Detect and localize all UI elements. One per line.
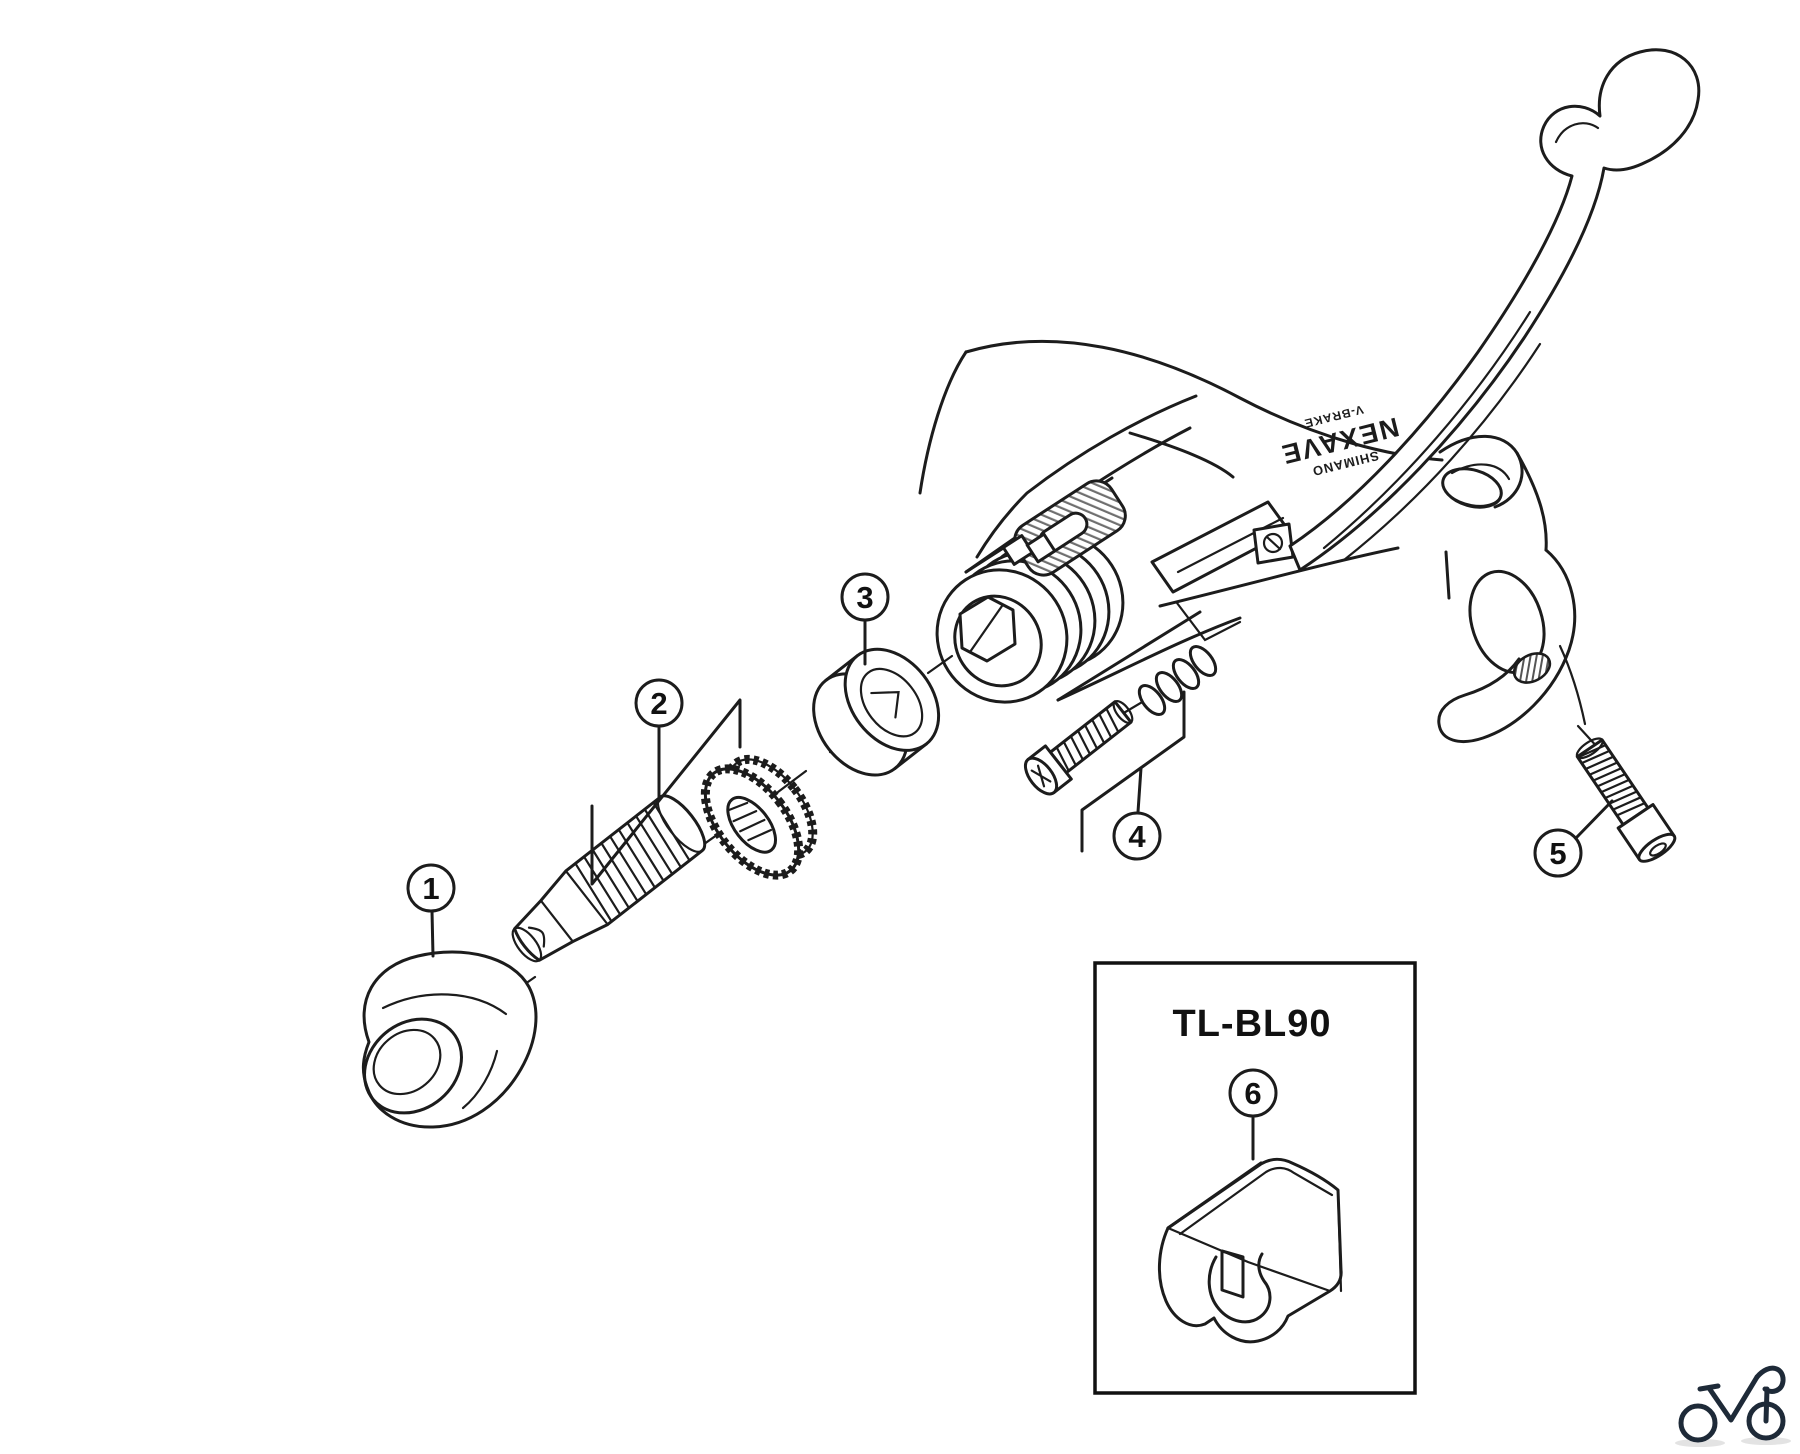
part-2-lock-ring xyxy=(700,754,818,880)
logo-handlebar xyxy=(1754,1365,1786,1394)
part-1-boot xyxy=(361,950,538,1129)
clamp-right-edge xyxy=(1515,451,1548,552)
pivot-screw-slot xyxy=(1265,535,1282,551)
lockring-front-knurl xyxy=(700,764,804,880)
adjuster-collar-lines xyxy=(539,869,609,943)
blade-ridge-2 xyxy=(1342,342,1542,562)
callout-5: 5 xyxy=(1533,799,1614,878)
callout-3-number: 3 xyxy=(856,580,873,615)
callout-4-number: 4 xyxy=(1128,819,1146,854)
callout-5-number: 5 xyxy=(1549,836,1566,871)
blade-ridge-1 xyxy=(1322,310,1532,550)
callout-2: 2 xyxy=(590,678,742,886)
callout-4: 4 xyxy=(1080,690,1186,861)
blade-hook-inner xyxy=(1554,122,1600,144)
boot-mouth-inner xyxy=(372,1028,442,1096)
pivot-screw xyxy=(1262,532,1284,554)
part-6-tool xyxy=(1157,1157,1343,1344)
callout-1: 1 xyxy=(406,863,456,958)
body-top-edge xyxy=(964,339,1444,462)
callout-1-number: 1 xyxy=(422,871,439,906)
callout-6: 6 xyxy=(1228,1068,1278,1161)
body-lower-edge xyxy=(1056,616,1242,702)
adjuster-outline xyxy=(513,794,707,962)
part-3-bushing xyxy=(812,647,941,777)
bushing-front-face xyxy=(843,647,941,752)
boot-dome-seam xyxy=(381,993,508,1016)
part-4-screw xyxy=(1023,699,1134,796)
clamp-outer-hook xyxy=(1437,548,1577,743)
body-oval-hole xyxy=(1441,467,1503,509)
clamp-to-bolt-line xyxy=(1558,644,1587,726)
tool-front-fold-edge xyxy=(1166,1226,1332,1293)
tool-top-inner-edge xyxy=(1178,1166,1334,1236)
body-notch xyxy=(1175,601,1242,642)
tool-box: TL-BL90 6 xyxy=(1093,961,1417,1395)
callout-6-number: 6 xyxy=(1244,1076,1261,1111)
callout-4-leader xyxy=(1136,766,1143,814)
boot-side-seam xyxy=(461,1049,499,1110)
bushing-hole xyxy=(859,667,924,738)
logo-frame xyxy=(1706,1374,1760,1423)
bolt-head-cap xyxy=(1637,832,1677,863)
callouts: 1 2 3 4 5 xyxy=(406,572,1614,958)
clamp-top-curl-inner xyxy=(1450,463,1511,481)
callout-5-leader xyxy=(1574,799,1614,840)
bicycle-logo xyxy=(1675,1365,1791,1447)
callout-1-leader xyxy=(430,909,435,958)
tool-top-left-edge xyxy=(1166,1161,1263,1230)
tool-channel-cut xyxy=(1207,1252,1272,1324)
blade-pivot-area xyxy=(1150,500,1295,642)
tool-right-edge xyxy=(1336,1188,1343,1293)
lever-blade xyxy=(1288,48,1701,572)
bolt-socket xyxy=(1649,842,1667,857)
lockring-hole-threads xyxy=(726,801,773,842)
callout-2-bracket xyxy=(590,698,742,886)
bolt-tip xyxy=(1575,737,1604,760)
screw-threads xyxy=(1055,707,1120,772)
part-4-spring xyxy=(1137,645,1218,716)
body-upper-parallel-edge xyxy=(975,394,1198,559)
cable-cylinder xyxy=(935,476,1202,704)
part-2-barrel-adjuster xyxy=(511,794,707,963)
boot-mouth-outer xyxy=(363,1017,463,1115)
logo-shadow-right xyxy=(1741,1437,1791,1445)
clamp-inner-line xyxy=(1444,550,1451,600)
callout-3: 3 xyxy=(840,572,890,666)
body-saddle-curve xyxy=(1128,431,1235,479)
tool-silhouette xyxy=(1157,1157,1343,1344)
handlebar-clamp xyxy=(1437,434,1587,743)
cable-anchor-slot xyxy=(968,604,1004,654)
clamp-bolt-boss xyxy=(1512,652,1552,684)
tool-tab xyxy=(1220,1249,1245,1299)
bushing-notch xyxy=(870,690,900,719)
adjuster-tip-cap xyxy=(511,926,543,963)
callout-4-bracket xyxy=(1080,690,1186,853)
cylinder-bottom-line xyxy=(1056,610,1202,702)
screw-tip xyxy=(1112,699,1134,724)
callout-2-number: 2 xyxy=(650,686,667,721)
body-bottom-ridge xyxy=(1158,546,1400,608)
body-horn-left-edge xyxy=(918,350,968,495)
adjuster-tip-slot xyxy=(527,926,546,948)
logo-fork xyxy=(1763,1386,1770,1424)
logo-rear-wheel xyxy=(1678,1403,1718,1443)
screw-head-cross xyxy=(1030,764,1052,788)
tool-box-label: TL-BL90 xyxy=(1173,1003,1332,1045)
cable-slot-tab-2 xyxy=(1025,532,1057,564)
blade-outline xyxy=(1288,48,1701,572)
part-5-clamp-bolt xyxy=(1575,737,1677,863)
bolt-threads xyxy=(1577,744,1645,817)
logo-shadow-left xyxy=(1675,1439,1725,1447)
